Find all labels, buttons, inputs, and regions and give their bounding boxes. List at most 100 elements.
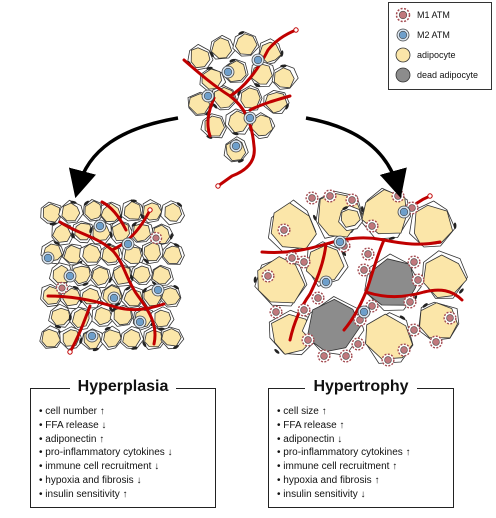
adipocyte <box>123 246 142 264</box>
m1-macrophage-core <box>314 294 322 302</box>
cell-nucleus <box>131 221 137 227</box>
m1-macrophage-core <box>410 326 418 334</box>
cell-nucleus <box>89 227 93 234</box>
adipocyte <box>143 242 161 262</box>
blood-vessel <box>68 304 92 354</box>
cell-nucleus <box>254 83 261 87</box>
hyperplasia-tissue <box>39 199 185 355</box>
legend-item-m2: M2 ATM <box>395 27 450 43</box>
m1-macrophage-core <box>304 336 312 344</box>
effect-item: immune cell recruitment ↑ <box>277 460 453 474</box>
adipocyte <box>91 266 110 286</box>
blood-vessel <box>308 242 328 296</box>
adipocyte <box>103 329 122 348</box>
adipocyte <box>113 265 131 285</box>
m1-macrophage-core <box>394 192 402 200</box>
cell-nucleus <box>212 103 218 109</box>
cell-nucleus <box>209 51 214 58</box>
blood-vessel <box>228 28 298 98</box>
adipocyte <box>94 307 113 326</box>
hypertrophy-effects-list: cell size ↑ FFA release ↑ adiponectin ↓ … <box>269 389 453 502</box>
effect-item: insulin sensitivity ↑ <box>39 488 215 502</box>
cell-nucleus <box>92 347 99 352</box>
adipocyte <box>100 202 121 223</box>
m1-macrophage-core <box>400 346 408 354</box>
m2-macrophage-core <box>135 317 145 327</box>
cell-nucleus <box>285 103 289 110</box>
m1-macrophage-core <box>308 194 316 202</box>
cell-nucleus <box>104 326 111 331</box>
blood-vessel <box>110 208 152 252</box>
adipocyte <box>423 254 468 298</box>
cell-nucleus <box>342 206 349 210</box>
cell-nucleus <box>130 274 134 281</box>
adipocyte <box>273 67 295 89</box>
cell-nucleus <box>173 345 179 349</box>
dead-adipocyte <box>306 299 361 352</box>
cell-nucleus <box>206 66 213 70</box>
blood-vessel <box>288 292 312 342</box>
cell-nucleus <box>229 58 236 63</box>
hypertrophy-tissue <box>253 187 468 367</box>
cell-nucleus <box>54 325 62 329</box>
dead-adipocyte-icon <box>395 67 411 83</box>
vessel-end <box>427 193 433 199</box>
m2-macrophage-core <box>253 55 263 65</box>
m1-macrophage-core <box>446 314 454 322</box>
adipocyte <box>235 33 258 55</box>
adipocyte <box>42 203 61 223</box>
effect-item: insulin sensitivity ↓ <box>277 488 453 502</box>
cell-nucleus <box>232 132 239 136</box>
cell-nucleus <box>341 250 347 257</box>
cell-nucleus <box>142 287 147 294</box>
adipocyte <box>50 307 71 326</box>
m1-macrophage-core <box>414 276 422 284</box>
hypertrophy-panel: Hypertrophy cell size ↑ FFA release ↑ ad… <box>268 378 454 508</box>
effect-item: adiponectin ↓ <box>277 433 453 447</box>
adipocyte <box>151 265 172 285</box>
effect-item: FFA release ↑ <box>277 419 453 433</box>
m1-macrophage-core <box>432 338 440 346</box>
m1-macrophage-core <box>300 306 308 314</box>
cell-nucleus <box>453 222 457 229</box>
m2-macrophage-core <box>203 91 213 101</box>
adipocyte <box>161 328 182 347</box>
blood-vessel <box>58 220 157 346</box>
cell-nucleus <box>173 243 180 247</box>
cell-nucleus <box>140 213 145 220</box>
hyperplasia-effects-list: cell number ↑ FFA release ↓ adiponectin … <box>31 389 215 502</box>
adipocyte <box>82 243 102 263</box>
m2-macrophage-core <box>123 239 133 249</box>
m1-macrophage-core <box>406 298 414 306</box>
m1-macrophage-core <box>320 352 328 360</box>
m1-macrophage-core <box>288 254 296 262</box>
blood-vessel <box>364 288 464 302</box>
m1-macrophage-core <box>300 258 308 266</box>
m2-macrophage-core <box>335 237 345 247</box>
m2-macrophage-core <box>109 293 119 303</box>
cell-nucleus <box>130 199 137 203</box>
legend-label-adipocyte: adipocyte <box>417 50 456 60</box>
adipocyte <box>84 200 103 221</box>
m2-macrophage-core <box>43 253 53 263</box>
adipocyte <box>164 202 182 222</box>
cell-nucleus <box>237 159 244 163</box>
cell-nucleus <box>238 31 245 35</box>
m1-macrophage-core <box>58 284 66 292</box>
adipocyte <box>61 202 81 222</box>
adipocyte <box>211 37 232 59</box>
m2-macrophage-core <box>321 277 331 287</box>
adipocyte-icon <box>395 47 411 63</box>
m1-macrophage-core <box>272 308 280 316</box>
hypertrophy-title: Hypertrophy <box>305 378 417 395</box>
m1-macrophage-core <box>364 250 372 258</box>
m1-macrophage-core <box>368 302 376 310</box>
cell-nucleus <box>142 341 147 348</box>
adipocyte <box>340 209 361 228</box>
arrow-to-hyperplasia <box>68 116 179 199</box>
m1-macrophage-core <box>360 266 368 274</box>
m1-macrophage-core <box>410 258 418 266</box>
legend-item-m1: M1 ATM <box>395 7 450 23</box>
legend-item-adipocyte: adipocyte <box>395 47 456 63</box>
effect-item: pro-inflammatory cytokines ↓ <box>39 446 215 460</box>
